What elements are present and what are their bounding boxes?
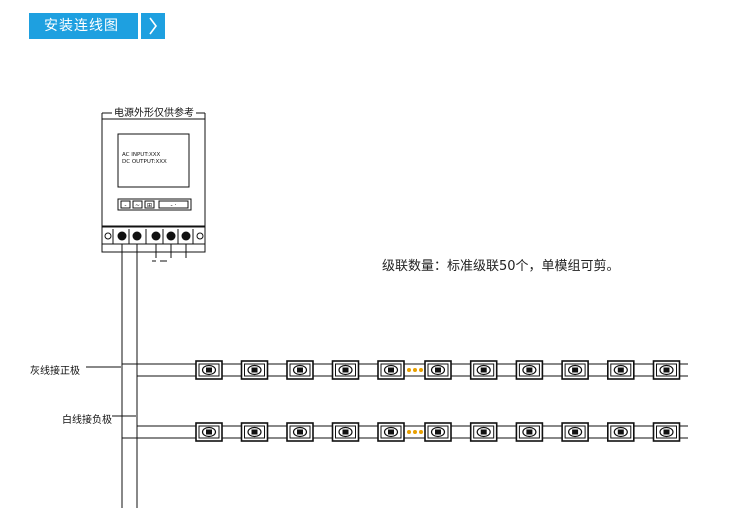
continuation-dots [407, 368, 423, 372]
psu-key-1: - [124, 202, 126, 209]
section-header: 安装连线图 [29, 13, 165, 39]
psu-screen [117, 133, 190, 188]
led-module [652, 422, 681, 442]
led-module [469, 360, 498, 380]
led-module [377, 422, 405, 442]
led-module [424, 360, 452, 380]
led-module [515, 422, 544, 442]
led-module [195, 422, 223, 442]
psu-key-4: - · [171, 202, 177, 209]
led-module [424, 422, 452, 442]
led-module [377, 360, 405, 380]
led-module [515, 360, 544, 380]
white-wire-label: 白线接负极 [62, 415, 112, 426]
led-module [606, 422, 635, 442]
section-title: 安装连线图 [29, 13, 138, 39]
psu-title: 电源外形仅供参考 [114, 106, 194, 119]
psu-screen-line-2: DC OUTPUT:XXX [122, 159, 167, 165]
cascade-note: 级联数量：标准级联50个，单模组可剪。 [382, 259, 620, 274]
led-module [331, 422, 360, 442]
led-module [240, 422, 269, 442]
psu-screen-line-1: AC INPUT:XXX [122, 152, 160, 158]
led-module [286, 422, 314, 442]
led-module [561, 422, 589, 442]
led-module [286, 360, 314, 380]
power-supply [101, 112, 206, 253]
led-module [561, 360, 589, 380]
led-module [652, 360, 681, 380]
led-module [240, 360, 269, 380]
led-module [469, 422, 498, 442]
led-module [195, 360, 223, 380]
psu-terminals [104, 229, 204, 244]
gray-wire-label: 灰线接正极 [30, 366, 80, 377]
continuation-dots [407, 430, 423, 434]
chevron-right-icon[interactable] [141, 13, 165, 39]
psu-key-3: ⊞ [147, 202, 152, 209]
led-module [606, 360, 635, 380]
led-module [331, 360, 360, 380]
psu-key-2: ~ [135, 202, 140, 209]
